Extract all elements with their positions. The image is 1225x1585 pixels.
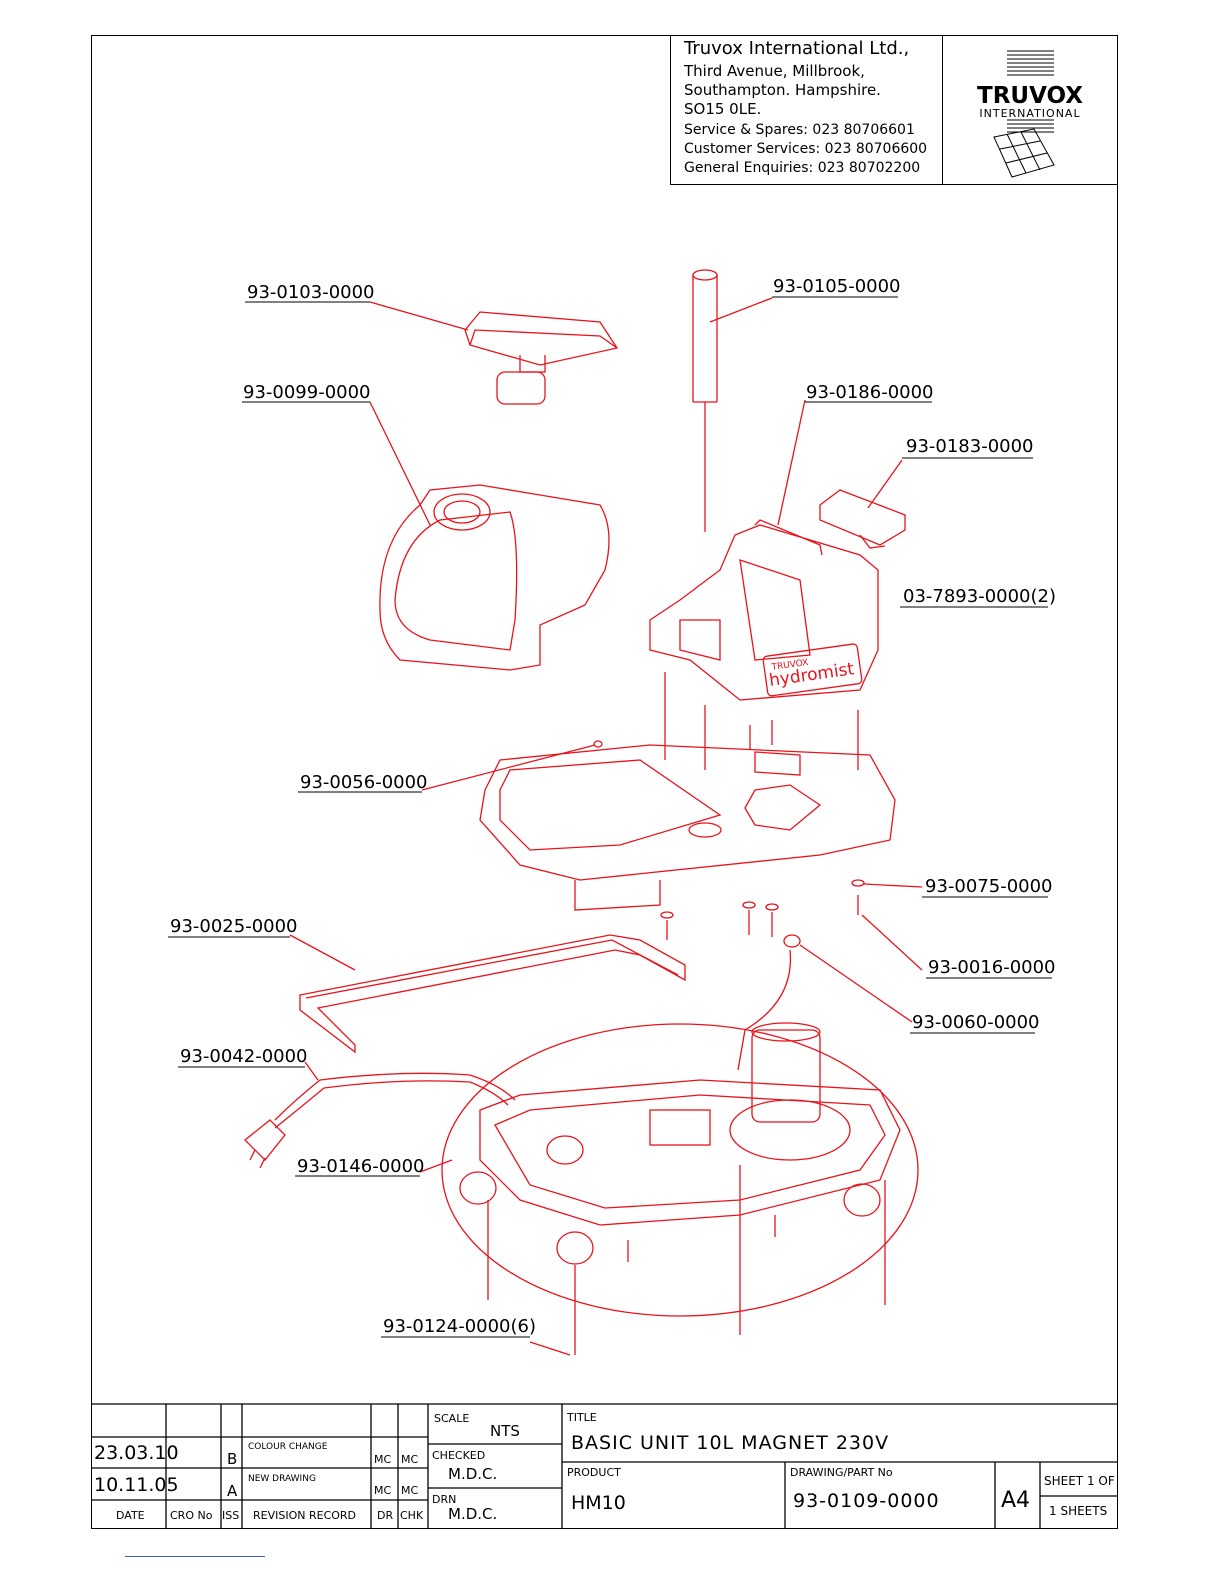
sheet-label: SHEET 1 OF — [1044, 1474, 1115, 1488]
part-label: 93-0186-0000 — [806, 382, 934, 403]
revision-record: NEW DRAWING — [248, 1474, 316, 1484]
checked-value: M.D.C. — [448, 1465, 498, 1483]
contact-line: Customer Services: 023 80706600 — [684, 141, 928, 157]
address-line: Southampton. Hampshire. — [684, 81, 881, 99]
drawing-sheet-border — [91, 35, 1118, 1529]
logo-box — [942, 35, 1118, 185]
hood-part — [649, 399, 879, 770]
scale-value: NTS — [490, 1422, 520, 1440]
logo-wordmark: TRUVOX — [977, 83, 1083, 109]
drawing-no-label: DRAWING/PART No — [790, 1466, 893, 1479]
page-footer-link[interactable] — [125, 1556, 265, 1558]
part-label: 93-0124-0000(6) — [383, 1316, 536, 1337]
part-label: 93-0099-0000 — [243, 382, 371, 403]
checked-label: CHECKED — [432, 1449, 486, 1462]
revision-iss: A — [227, 1482, 238, 1500]
drn-label: DRN — [432, 1493, 457, 1506]
revision-record: COLOUR CHANGE — [248, 1442, 328, 1452]
part-label: 93-0016-0000 — [928, 957, 1056, 978]
address-line: Third Avenue, Millbrook, — [684, 62, 865, 80]
col-header-cro: CRO No — [170, 1509, 213, 1522]
base-assembly-part — [419, 1022, 919, 1356]
truvox-logo: TRUVOX INTERNATIONAL — [977, 50, 1083, 178]
revision-dr: MC — [374, 1484, 392, 1497]
address-line: SO15 0LE. — [684, 100, 762, 118]
part-label: 93-0103-0000 — [247, 282, 375, 303]
part-label: 93-0056-0000 — [300, 772, 428, 793]
revision-chk: MC — [401, 1484, 419, 1497]
part-label: 93-0105-0000 — [773, 276, 901, 297]
revision-dr: MC — [374, 1453, 392, 1466]
product-label: PRODUCT — [567, 1466, 621, 1479]
product-value: HM10 — [571, 1492, 626, 1514]
title-block-grid — [91, 1403, 1118, 1529]
part-label: 93-0183-0000 — [906, 436, 1034, 457]
part-label: 93-0042-0000 — [180, 1046, 308, 1067]
revision-date: 23.03.10 — [94, 1442, 179, 1464]
col-header-date: DATE — [116, 1509, 145, 1522]
part-label: 93-0060-0000 — [912, 1012, 1040, 1033]
contact-line: General Enquiries: 023 80702200 — [684, 160, 921, 176]
drawing-no-value: 93-0109-0000 — [793, 1490, 940, 1512]
title-label: TITLE — [567, 1411, 597, 1424]
company-name: Truvox International Ltd., — [684, 38, 910, 59]
drawing-title: BASIC UNIT 10L MAGNET 230V — [571, 1432, 890, 1454]
col-header-iss: ISS — [222, 1509, 240, 1522]
sheet-size: A4 — [1001, 1488, 1031, 1513]
drn-value: M.D.C. — [448, 1505, 498, 1523]
tank-part — [369, 401, 610, 671]
revision-iss: B — [227, 1450, 238, 1468]
base-tray-part — [421, 740, 896, 911]
col-header-record: REVISION RECORD — [253, 1509, 357, 1522]
part-label: 93-0075-0000 — [925, 876, 1053, 897]
part-label: 93-0025-0000 — [170, 916, 298, 937]
scale-label: SCALE — [434, 1412, 470, 1425]
tube-part — [692, 269, 773, 532]
col-header-dr: DR — [377, 1509, 394, 1522]
handle-bar-part — [289, 934, 686, 1054]
part-label: 03-7893-0000(2) — [903, 586, 1056, 607]
revision-chk: MC — [401, 1453, 419, 1466]
company-info-box — [670, 35, 943, 185]
screws-and-washers — [660, 879, 923, 1071]
contact-line: Service & Spares: 023 80706601 — [684, 122, 915, 138]
power-cable-part — [244, 1061, 516, 1169]
filler-cap-part — [369, 301, 619, 405]
logo-subtext: INTERNATIONAL — [979, 107, 1080, 120]
col-header-chk: CHK — [400, 1509, 424, 1522]
filter-cover-part — [819, 459, 906, 549]
revision-date: 10.11.05 — [94, 1474, 179, 1496]
part-label: 93-0146-0000 — [297, 1156, 425, 1177]
sheets-count: 1 SHEETS — [1049, 1504, 1108, 1518]
